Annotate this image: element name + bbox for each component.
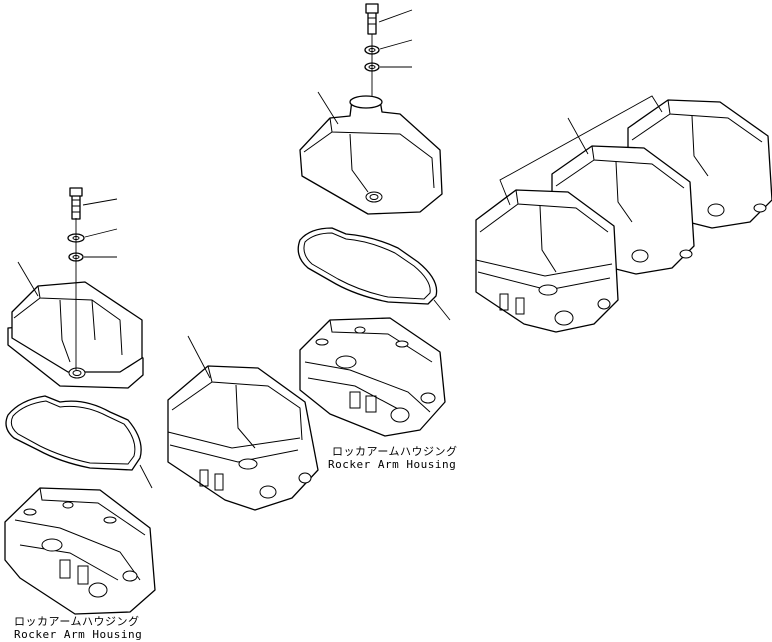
leader-bolt-left xyxy=(82,198,118,206)
caption-center-en: Rocker Arm Housing xyxy=(328,458,457,471)
rocker-cover-center xyxy=(299,95,443,215)
leader-bolt-center xyxy=(378,9,413,23)
bolt-center xyxy=(365,3,379,35)
leader-cover-assembled xyxy=(187,335,211,379)
leader-washer-center xyxy=(379,39,413,50)
caption-left-en: Rocker Arm Housing xyxy=(14,628,143,641)
caption-left-jp: ロッカアームハウジング xyxy=(14,615,140,628)
gasket-left xyxy=(5,395,142,471)
leader-washer-left xyxy=(84,228,118,238)
leader-cover-center xyxy=(317,91,339,125)
bolt-left xyxy=(69,187,83,220)
rocker-cover-assembly-right xyxy=(475,99,772,333)
gasket-center xyxy=(297,227,438,305)
rocker-arm-housing-center xyxy=(299,317,446,437)
leader-gasket-left xyxy=(139,464,153,489)
leader-cover-assembly-right xyxy=(499,95,663,206)
rocker-cover-assembled xyxy=(167,365,319,511)
leader-cover-left xyxy=(17,261,39,297)
caption-center-jp: ロッカアームハウジング xyxy=(332,445,458,458)
leader-gasket-center xyxy=(433,299,451,321)
rocker-arm-housing-left xyxy=(4,487,156,615)
rocker-cover-left xyxy=(7,281,144,389)
